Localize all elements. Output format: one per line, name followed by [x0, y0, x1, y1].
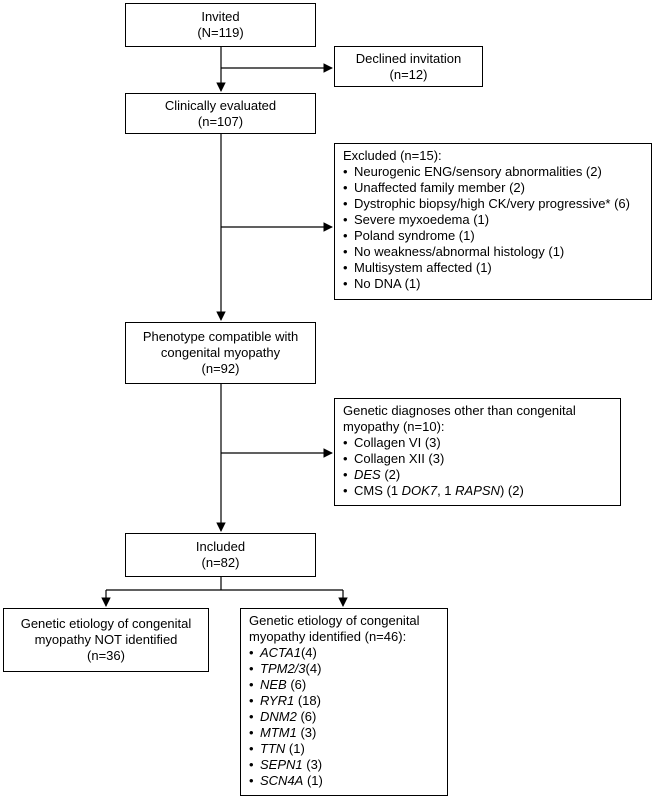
identified-heading-1: Genetic etiology of congenital	[249, 613, 420, 628]
gene-count: (6)	[296, 709, 317, 724]
cms-suffix: ) (2)	[499, 483, 524, 498]
other-diagnoses-list: Collagen VI (3) Collagen XII (3) DES (2)…	[343, 435, 612, 499]
gene-count: (3)	[296, 725, 317, 740]
invited-count: (N=119)	[197, 25, 244, 40]
declined-label: Declined invitation	[355, 50, 462, 66]
declined-box: Declined invitation (n=12)	[334, 46, 483, 87]
included-count: (n=82)	[201, 555, 240, 570]
evaluated-box: Clinically evaluated (n=107)	[125, 93, 316, 134]
compatible-line1: Phenotype compatible with	[142, 329, 299, 344]
gene-count: (1)	[303, 773, 323, 788]
declined-count: (n=12)	[389, 66, 428, 82]
list-item: Poland syndrome (1)	[343, 228, 643, 244]
cms-mid: , 1	[437, 483, 456, 498]
gene-name: MTM1	[260, 725, 297, 740]
list-item: No DNA (1)	[343, 276, 643, 292]
list-item: TPM2/3(4)	[249, 661, 439, 677]
list-item: No weakness/abnormal histology (1)	[343, 244, 643, 260]
list-item: SEPN1 (3)	[249, 757, 439, 773]
excluded-box: Excluded (n=15): Neurogenic ENG/sensory …	[334, 143, 652, 300]
gene-name: SEPN1	[260, 757, 303, 772]
gene-name: TTN	[260, 741, 286, 756]
gene-count: (4)	[305, 661, 322, 676]
list-item: Unaffected family member (2)	[343, 180, 643, 196]
included-box: Included (n=82)	[125, 533, 316, 577]
gene-count: (2)	[380, 467, 401, 482]
excluded-heading: Excluded (n=15):	[343, 148, 442, 163]
compatible-box: Phenotype compatible with congenital myo…	[125, 322, 316, 384]
included-label: Included	[195, 539, 246, 554]
not-identified-box: Genetic etiology of congenital myopathy …	[3, 608, 209, 672]
gene-name: DNM2	[260, 709, 297, 724]
not-identified-line2: myopathy NOT identified	[34, 632, 178, 647]
list-item: Collagen XII (3)	[343, 451, 612, 467]
list-item: MTM1 (3)	[249, 725, 439, 741]
list-item: RYR1 (18)	[249, 693, 439, 709]
gene-name: ACTA1	[260, 645, 301, 660]
list-item: Severe myxoedema (1)	[343, 212, 643, 228]
gene-count: (6)	[286, 677, 307, 692]
invited-box: Invited (N=119)	[125, 3, 316, 47]
cms-prefix: CMS (1	[354, 483, 402, 498]
list-item: Dystrophic biopsy/high CK/very progressi…	[343, 196, 643, 212]
list-item: Neurogenic ENG/sensory abnormalities (2)	[343, 164, 643, 180]
not-identified-line1: Genetic etiology of congenital	[20, 616, 192, 631]
list-item: Multisystem affected (1)	[343, 260, 643, 276]
invited-label: Invited	[201, 9, 240, 24]
list-item: NEB (6)	[249, 677, 439, 693]
evaluated-count: (n=107)	[197, 113, 244, 129]
compatible-line2: congenital myopathy	[160, 345, 281, 360]
gene-count: (3)	[302, 757, 323, 772]
gene-name: RAPSN	[455, 483, 500, 498]
list-item: DES (2)	[343, 467, 612, 483]
other-diagnoses-box: Genetic diagnoses other than congenital …	[334, 398, 621, 506]
gene-name: DES	[354, 467, 381, 482]
gene-name: DOK7	[401, 483, 438, 498]
gene-name: NEB	[260, 677, 287, 692]
gene-count: (1)	[285, 741, 305, 756]
list-item: Collagen VI (3)	[343, 435, 612, 451]
gene-count: (4)	[300, 645, 317, 660]
list-item: CMS (1 DOK7, 1 RAPSN) (2)	[343, 483, 612, 499]
gene-name: TPM2/3	[260, 661, 306, 676]
other-diagnoses-heading-1: Genetic diagnoses other than congenital	[343, 403, 576, 418]
not-identified-count: (n=36)	[87, 648, 125, 663]
list-item: ACTA1(4)	[249, 645, 439, 661]
list-item: SCN4A (1)	[249, 773, 439, 789]
identified-box: Genetic etiology of congenital myopathy …	[240, 608, 448, 796]
excluded-list: Neurogenic ENG/sensory abnormalities (2)…	[343, 164, 643, 292]
other-diagnoses-heading-2: myopathy (n=10):	[343, 419, 445, 434]
gene-name: RYR1	[260, 693, 295, 708]
list-item: TTN (1)	[249, 741, 439, 757]
compatible-count: (n=92)	[201, 361, 240, 376]
gene-name: SCN4A	[260, 773, 304, 788]
list-item: DNM2 (6)	[249, 709, 439, 725]
identified-gene-list: ACTA1(4) TPM2/3(4) NEB (6) RYR1 (18) DNM…	[249, 645, 439, 789]
gene-count: (18)	[294, 693, 321, 708]
evaluated-label: Clinically evaluated	[164, 97, 277, 113]
identified-heading-2: myopathy identified (n=46):	[249, 629, 407, 644]
